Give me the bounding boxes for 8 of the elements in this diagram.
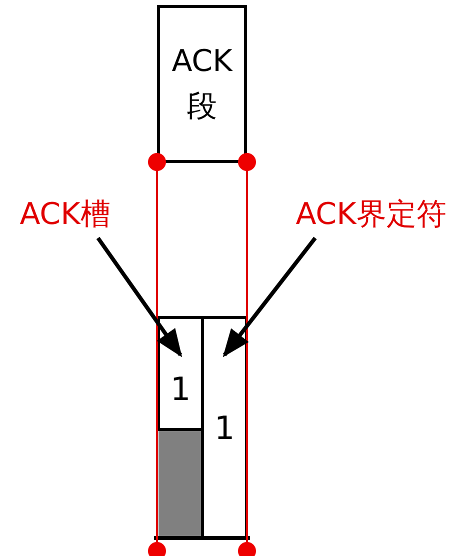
slot-cell: 1 xyxy=(157,316,204,431)
delimiter-cell: 1 xyxy=(201,316,248,539)
callout-label: ACK槽 xyxy=(10,192,120,236)
arrow xyxy=(222,236,317,358)
arrow xyxy=(96,236,182,358)
segment-box: ACK段 xyxy=(157,5,247,163)
callout-label: ACK界定符 xyxy=(278,192,464,236)
shaded-bar xyxy=(158,431,202,537)
